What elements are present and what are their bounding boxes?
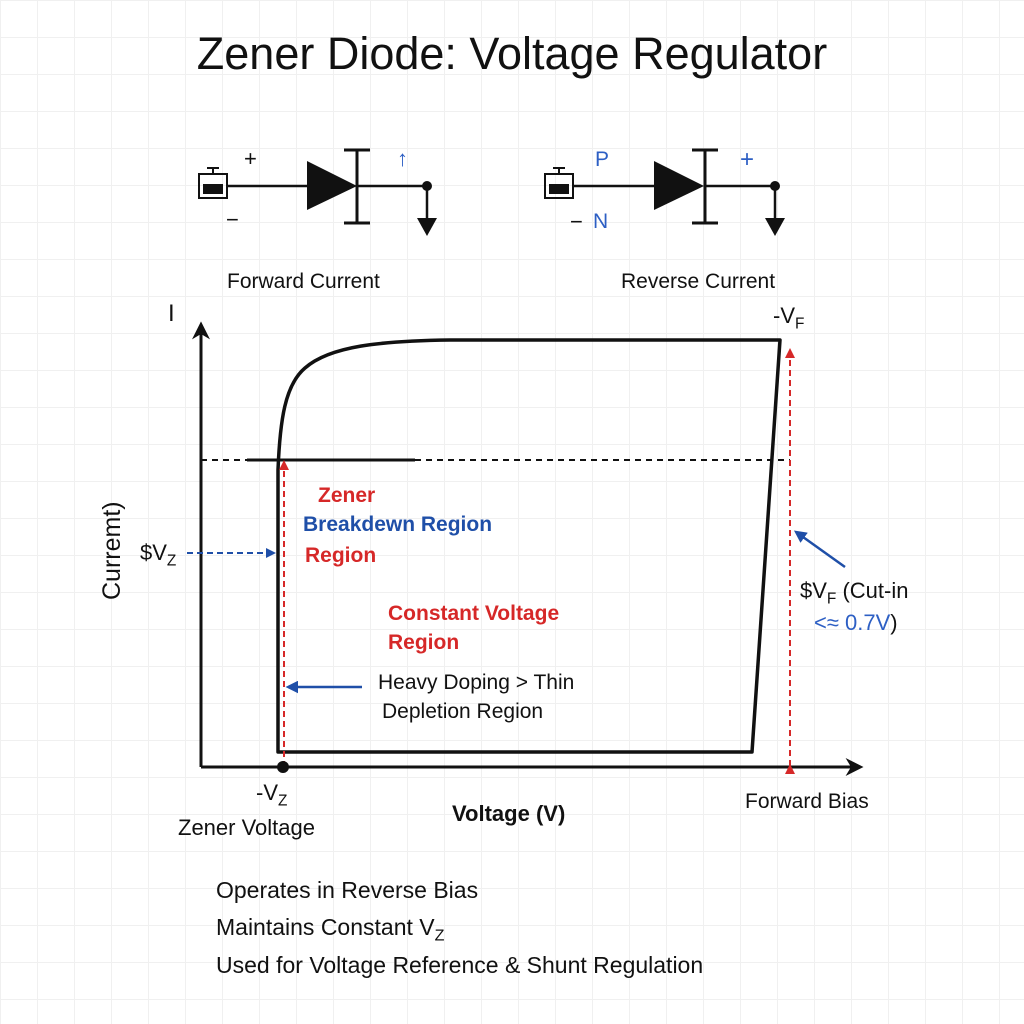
x-axis-label: Voltage (V) [452, 801, 566, 826]
forward-current-arrow-icon: ↑ [397, 146, 408, 171]
vf-cutin-label: $VF (Cut-in [800, 578, 909, 608]
y-axis-top-label: I [168, 300, 175, 327]
forward-plus-sign: + [244, 146, 257, 171]
characteristic-curve [276, 338, 782, 754]
reverse-circuit [544, 148, 785, 236]
note-text: Maintains Constant V [216, 914, 435, 940]
reverse-minus-sign: − [570, 209, 583, 234]
vf-sub: F [826, 590, 837, 608]
neg-vf-text: -V [773, 303, 795, 328]
constant-voltage-label-line1: Constant Voltage [388, 602, 560, 625]
doping-label-line2: Depletion Region [382, 700, 544, 723]
vf-value-text: <≈ 0.7V [814, 610, 891, 635]
doping-label-line1: Heavy Doping > Thin [378, 671, 575, 694]
vz-pointer-label: $VZ [140, 540, 177, 570]
vz-pointer-text: $V [140, 540, 167, 565]
x-axis-right-label: Forward Bias [745, 790, 869, 813]
neg-vz-label: -VZ [256, 780, 288, 810]
region-breakdown-label: Breakdewn Region [303, 513, 493, 536]
neg-vf-label: -VF [773, 303, 805, 333]
constant-voltage-label-line2: Region [388, 631, 460, 654]
ground-icon [765, 186, 785, 236]
page-title: Zener Diode: Voltage Regulator [196, 28, 828, 79]
battery-icon [198, 167, 228, 199]
reverse-current-caption: Reverse Current [621, 270, 776, 293]
note-item: Maintains Constant VZ [216, 914, 444, 944]
neg-vz-text: -V [256, 780, 278, 805]
forward-minus-sign: − [226, 207, 239, 232]
forward-current-caption: Forward Current [227, 270, 380, 293]
y-axis-label: Curremt) [98, 501, 126, 600]
region-zener-label: Zener [318, 484, 376, 507]
reverse-n-label: N [593, 210, 609, 233]
forward-circuit [198, 148, 437, 236]
ground-icon [417, 186, 437, 236]
reverse-plus-sign: + [740, 146, 755, 173]
vf-pointer-arrow [793, 530, 846, 569]
zener-diode-icon [654, 148, 718, 225]
battery-icon [544, 167, 574, 199]
reverse-p-label: P [595, 148, 610, 171]
neg-vf-sub: F [795, 315, 805, 333]
vz-pointer-sub: Z [166, 552, 177, 570]
zener-voltage-point [277, 761, 289, 773]
note-item: Operates in Reverse Bias [216, 877, 479, 903]
vf-close-paren: ) [890, 610, 898, 635]
note-item: Used for Voltage Reference & Shunt Regul… [216, 952, 704, 978]
neg-vz-sub: Z [278, 792, 288, 810]
note-sub: Z [434, 926, 445, 945]
zener-voltage-label: Zener Voltage [178, 815, 315, 840]
vf-text: $V [800, 578, 827, 603]
vf-cutin-text: (Cut-in [836, 578, 909, 603]
vf-value-label: <≈ 0.7V) [814, 610, 898, 636]
region-region-label: Region [305, 544, 377, 567]
